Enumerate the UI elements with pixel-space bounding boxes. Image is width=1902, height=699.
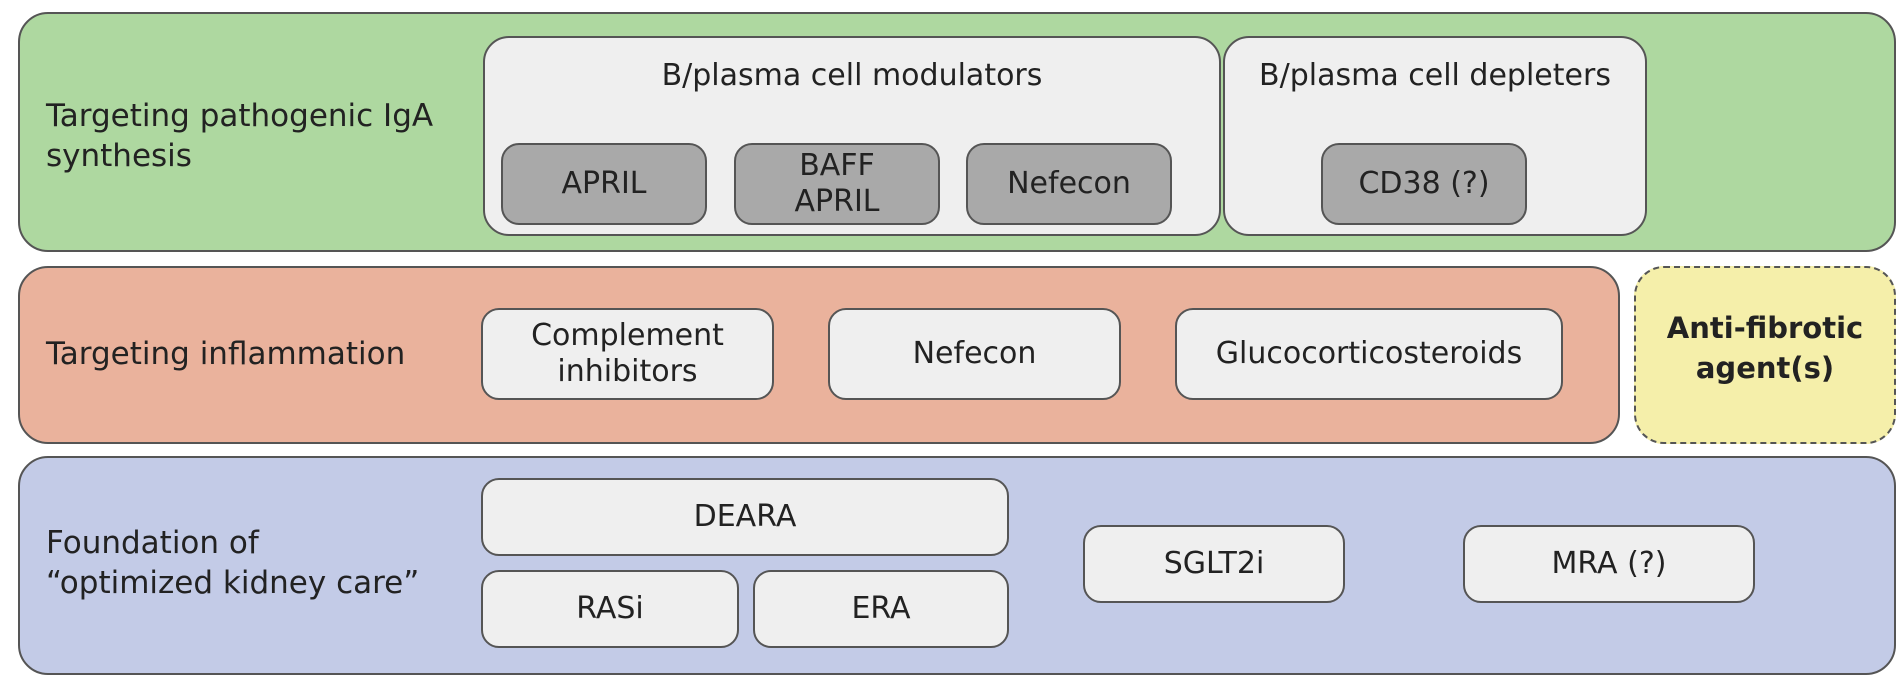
label-anti-fibrotic-agents: Anti-fibrotic agent(s)	[1666, 311, 1864, 385]
chip-sglt2i: SGLT2i	[1083, 525, 1345, 603]
chip-nefecon-modulator: Nefecon	[966, 143, 1172, 225]
chip-deara: DEARA	[481, 478, 1009, 556]
chip-rasi: RASi	[481, 570, 739, 648]
band-label-inflammation: Targeting inflammation	[46, 336, 406, 372]
band-optimized-kidney-care: Foundation of “optimized kidney care” DE…	[18, 456, 1896, 675]
group-title-modulators: B/plasma cell modulators	[661, 58, 1043, 93]
band-label-optimized-kidney-care: Foundation of “optimized kidney care”	[46, 525, 420, 601]
band-label-iga-synthesis: Targeting pathogenic IgA synthesis	[46, 98, 434, 174]
group-b-plasma-cell-modulators: B/plasma cell modulators APRIL BAFF APRI…	[483, 36, 1221, 236]
band-targeting-inflammation: Targeting inflammation Complement inhibi…	[18, 266, 1620, 444]
chip-baff-april: BAFF APRIL	[734, 143, 940, 225]
chip-complement-inhibitors: Complement inhibitors	[481, 308, 774, 400]
band-targeting-iga-synthesis: Targeting pathogenic IgA synthesis B/pla…	[18, 12, 1896, 252]
chip-mra: MRA (?)	[1463, 525, 1755, 603]
chip-april: APRIL	[501, 143, 707, 225]
chip-nefecon-inflammation: Nefecon	[828, 308, 1121, 400]
chip-cd38: CD38 (?)	[1321, 143, 1527, 225]
group-b-plasma-cell-depleters: B/plasma cell depleters CD38 (?)	[1223, 36, 1647, 236]
chip-era: ERA	[753, 570, 1009, 648]
group-title-depleters: B/plasma cell depleters	[1259, 58, 1611, 93]
box-anti-fibrotic-agents: Anti-fibrotic agent(s)	[1634, 266, 1896, 444]
chip-glucocorticosteroids: Glucocorticosteroids	[1175, 308, 1563, 400]
